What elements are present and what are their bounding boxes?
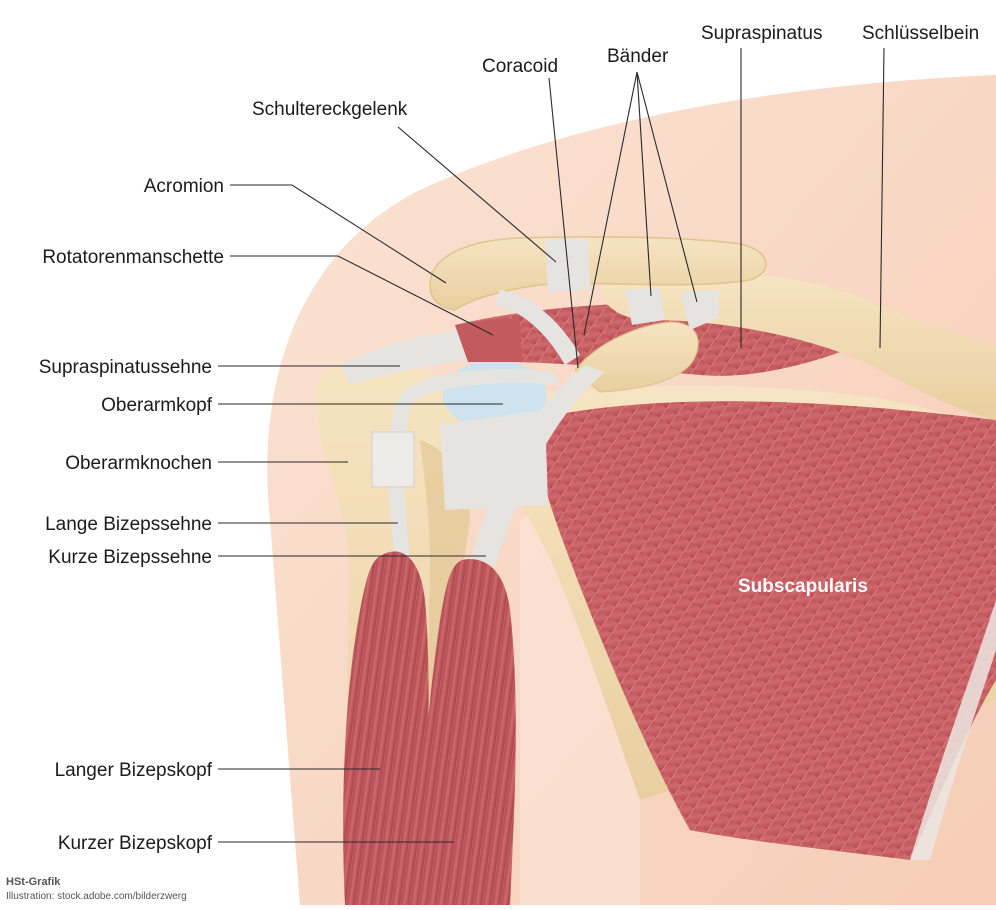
label-kurzer-bizepskopf: Kurzer Bizepskopf [58, 833, 213, 854]
long-biceps-tendon-sheath [372, 432, 414, 487]
label-schultereckgelenk: Schultereckgelenk [252, 99, 408, 120]
label-kurze-bizepssehne: Kurze Bizepssehne [48, 547, 212, 568]
label-coracoid: Coracoid [482, 56, 558, 77]
label-oberarmknochen: Oberarmknochen [65, 453, 212, 474]
label-schluesselbein: Schlüsselbein [862, 23, 979, 44]
label-acromion: Acromion [144, 176, 224, 197]
label-langer-bizepskopf: Langer Bizepskopf [55, 760, 213, 781]
credit-title: HSt-Grafik [6, 876, 60, 888]
label-supraspinatus: Supraspinatus [701, 23, 822, 44]
credit-source: Illustration: stock.adobe.com/bilderzwer… [6, 891, 187, 902]
label-subscapularis: Subscapularis [738, 576, 868, 597]
label-lange-bizepssehne: Lange Bizepssehne [45, 514, 212, 535]
label-baender: Bänder [607, 46, 669, 67]
ligament-coracoclavicular-1 [625, 288, 665, 325]
label-supraspinatussehne: Supraspinatussehne [39, 357, 212, 378]
label-rotatorenmanschette: Rotatorenmanschette [42, 247, 224, 268]
label-oberarmkopf: Oberarmkopf [101, 395, 213, 416]
